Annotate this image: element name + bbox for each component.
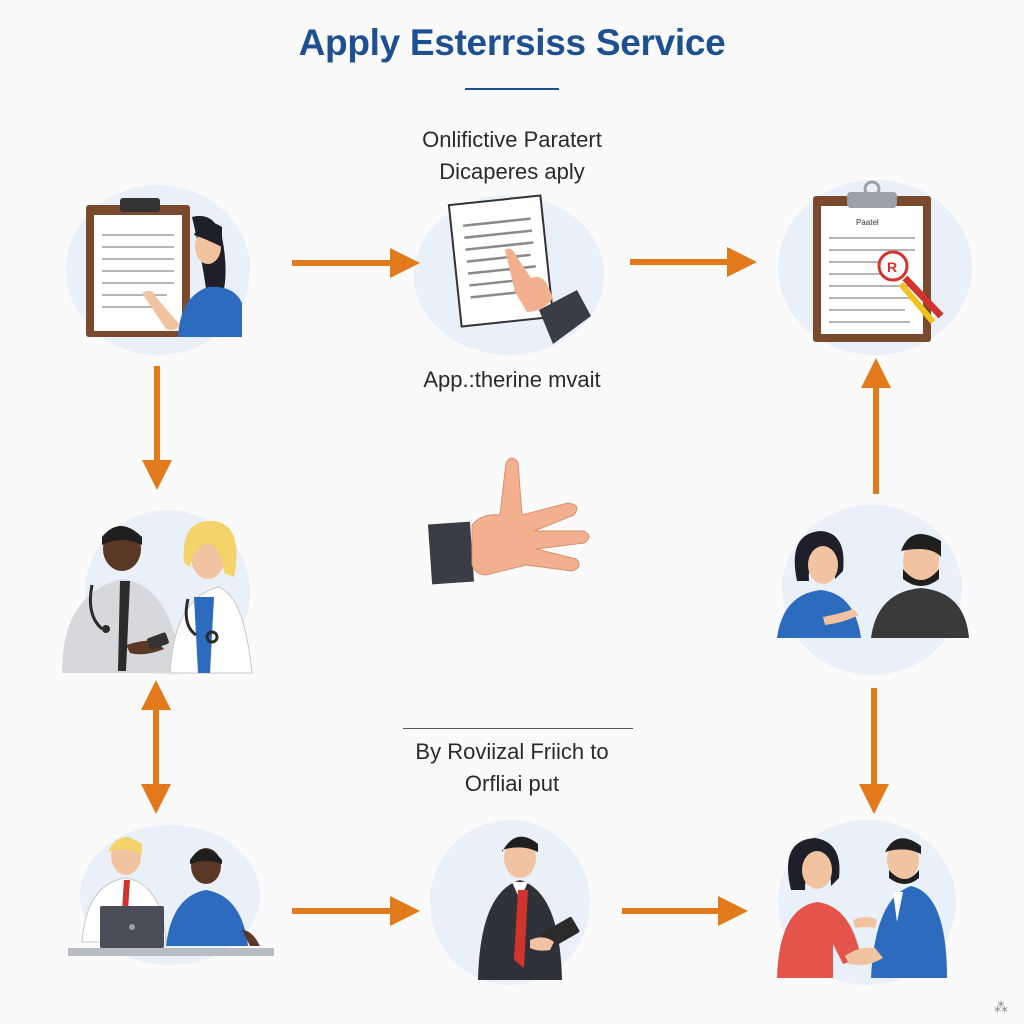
handshake-icon bbox=[775, 830, 950, 980]
customer-support-pair-icon bbox=[775, 525, 970, 640]
top-caption-line-2: Dicaperes aply bbox=[439, 159, 585, 184]
clipboard-right-label: Paatel bbox=[856, 218, 879, 227]
corner-watermark-icon: ⁂ bbox=[994, 1000, 1008, 1016]
approved-clipboard-icon: Paatel R bbox=[805, 180, 965, 345]
bottom-caption-rule bbox=[403, 728, 633, 729]
svg-text:R: R bbox=[887, 259, 897, 275]
top-caption-line-1: Onlifictive Paratert bbox=[422, 127, 602, 152]
businessman-tablet-icon bbox=[470, 830, 585, 982]
doctors-consult-icon bbox=[58, 515, 253, 675]
bottom-caption: By Roviizal Friich to Orfliai put bbox=[330, 736, 694, 800]
page-title: Apply Esterrsiss Service bbox=[298, 22, 726, 63]
laptop-consult-icon bbox=[66, 830, 276, 960]
top-caption: Onlifictive Paratert Dicaperes aply bbox=[330, 124, 694, 188]
bottom-caption-line-1: By Roviizal Friich to bbox=[415, 739, 609, 764]
middle-caption: App.:therine mvait bbox=[423, 367, 601, 392]
clipboard-nurse-icon bbox=[82, 195, 252, 345]
open-hand-icon bbox=[427, 455, 603, 585]
document-pointing-hand-icon bbox=[445, 192, 595, 347]
title-underline bbox=[465, 88, 559, 90]
bottom-caption-line-2: Orfliai put bbox=[464, 771, 560, 796]
